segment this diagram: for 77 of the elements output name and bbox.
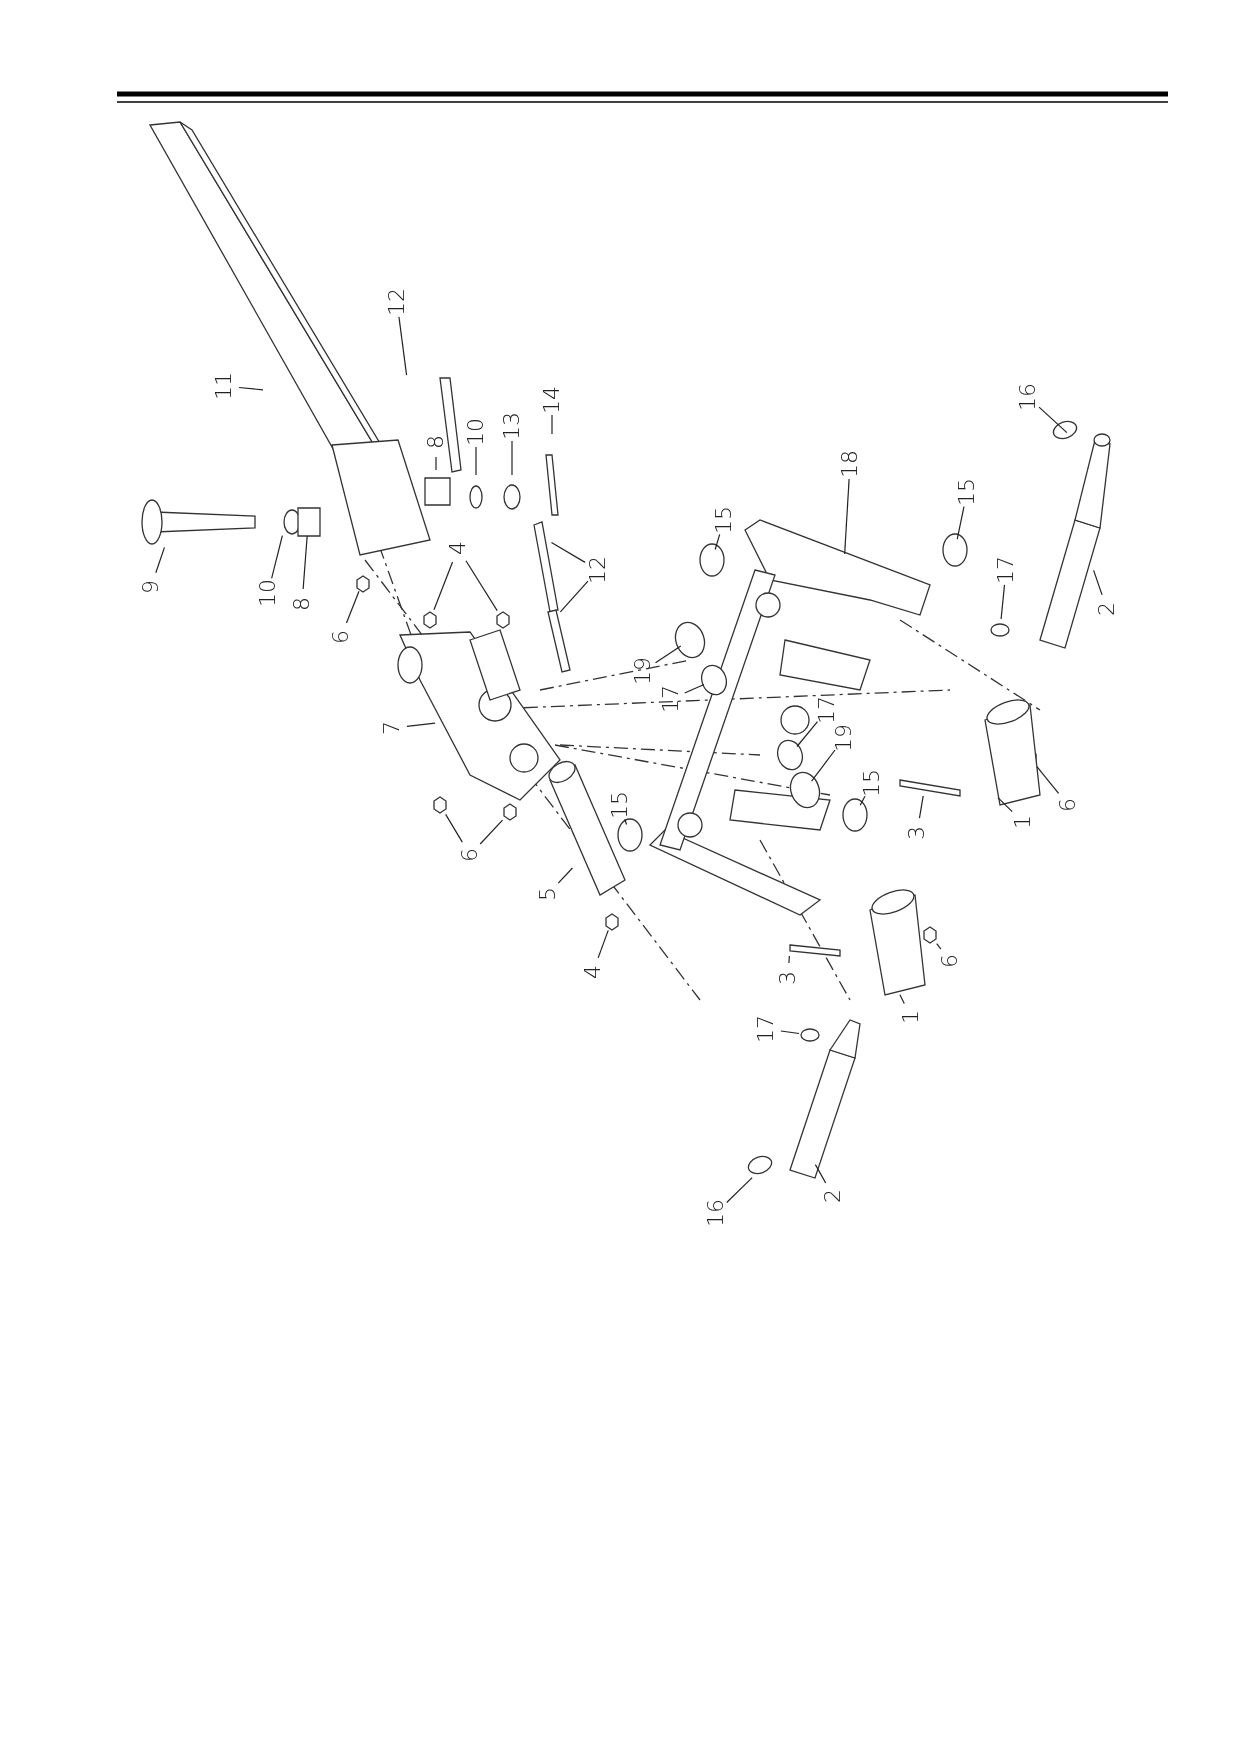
- leader-line: [398, 316, 408, 376]
- leader-line: [551, 414, 553, 435]
- callout-number: 4: [582, 965, 604, 979]
- leader-line: [726, 1177, 753, 1204]
- leader-line: [796, 721, 819, 748]
- leader-line: [435, 456, 437, 471]
- callout-number: 8: [291, 597, 313, 611]
- callout-number: 6: [939, 954, 961, 968]
- leader-line: [859, 795, 866, 806]
- leader-line: [684, 683, 705, 694]
- callout-number: 6: [1057, 798, 1079, 812]
- callout-number: 18: [839, 450, 861, 478]
- callout-number: 9: [140, 580, 162, 594]
- leader-line: [475, 446, 477, 476]
- leader-line: [465, 560, 498, 612]
- leader-line: [559, 580, 589, 613]
- leader-line: [557, 867, 574, 884]
- callout-number: 15: [861, 769, 883, 797]
- callout-number: 15: [609, 791, 631, 819]
- leader-line: [1000, 584, 1006, 620]
- leader-line: [302, 535, 308, 590]
- leader-line: [788, 955, 790, 964]
- leader-line: [1093, 569, 1103, 596]
- leader-line: [155, 546, 166, 574]
- callout-number: 3: [777, 971, 799, 985]
- leader-line: [445, 813, 463, 843]
- leader-line: [550, 542, 586, 563]
- leader-line: [918, 795, 924, 819]
- callout-number: 5: [537, 887, 559, 901]
- leader-line: [624, 818, 628, 826]
- callout-number: 2: [822, 1189, 844, 1203]
- leader-line: [1038, 406, 1068, 434]
- callout-number: 1: [900, 1010, 922, 1024]
- callout-number: 6: [459, 848, 481, 862]
- callout-number: 12: [587, 556, 609, 584]
- callout-number: 10: [257, 579, 279, 607]
- callout-number: 17: [755, 1015, 777, 1043]
- callout-number: 2: [1096, 602, 1118, 616]
- callout-number: 6: [330, 630, 352, 644]
- callout-number: 15: [713, 506, 735, 534]
- leader-line: [814, 1164, 827, 1184]
- leader-line: [238, 386, 264, 391]
- leader-line: [433, 561, 454, 611]
- leader-line: [936, 943, 942, 950]
- callout-number: 8: [425, 435, 447, 449]
- callout-number: 19: [833, 724, 855, 752]
- leader-line: [811, 749, 836, 782]
- leader-line: [780, 1030, 800, 1035]
- leader-line: [597, 929, 609, 959]
- leader-line: [654, 645, 682, 664]
- leader-line: [511, 440, 513, 476]
- callout-number: 1: [1012, 815, 1034, 829]
- leader-line: [956, 506, 965, 540]
- callout-number: 3: [906, 826, 928, 840]
- leader-line: [899, 994, 905, 1005]
- callout-number: 15: [956, 478, 978, 506]
- callout-number: 10: [465, 418, 487, 446]
- leader-line: [1036, 765, 1060, 794]
- leader-line: [844, 478, 850, 555]
- callout-number: 4: [447, 541, 469, 555]
- callout-number: 19: [632, 657, 654, 685]
- callout-number: 17: [995, 556, 1017, 584]
- callout-number: 17: [816, 696, 838, 724]
- callout-number: 13: [501, 412, 523, 440]
- leader-line: [406, 722, 436, 727]
- leader-line: [345, 590, 360, 624]
- leader-line: [479, 819, 504, 845]
- callout-number: 11: [213, 372, 235, 400]
- callout-number: 12: [386, 288, 408, 316]
- callout-number: 17: [660, 685, 682, 713]
- leader-line: [997, 797, 1013, 813]
- leader-line: [271, 535, 283, 580]
- callout-number: 7: [381, 721, 403, 735]
- callout-number: 14: [541, 386, 563, 414]
- callout-number: 16: [1017, 383, 1039, 411]
- callout-number: 16: [705, 1199, 727, 1227]
- leader-line: [714, 533, 721, 551]
